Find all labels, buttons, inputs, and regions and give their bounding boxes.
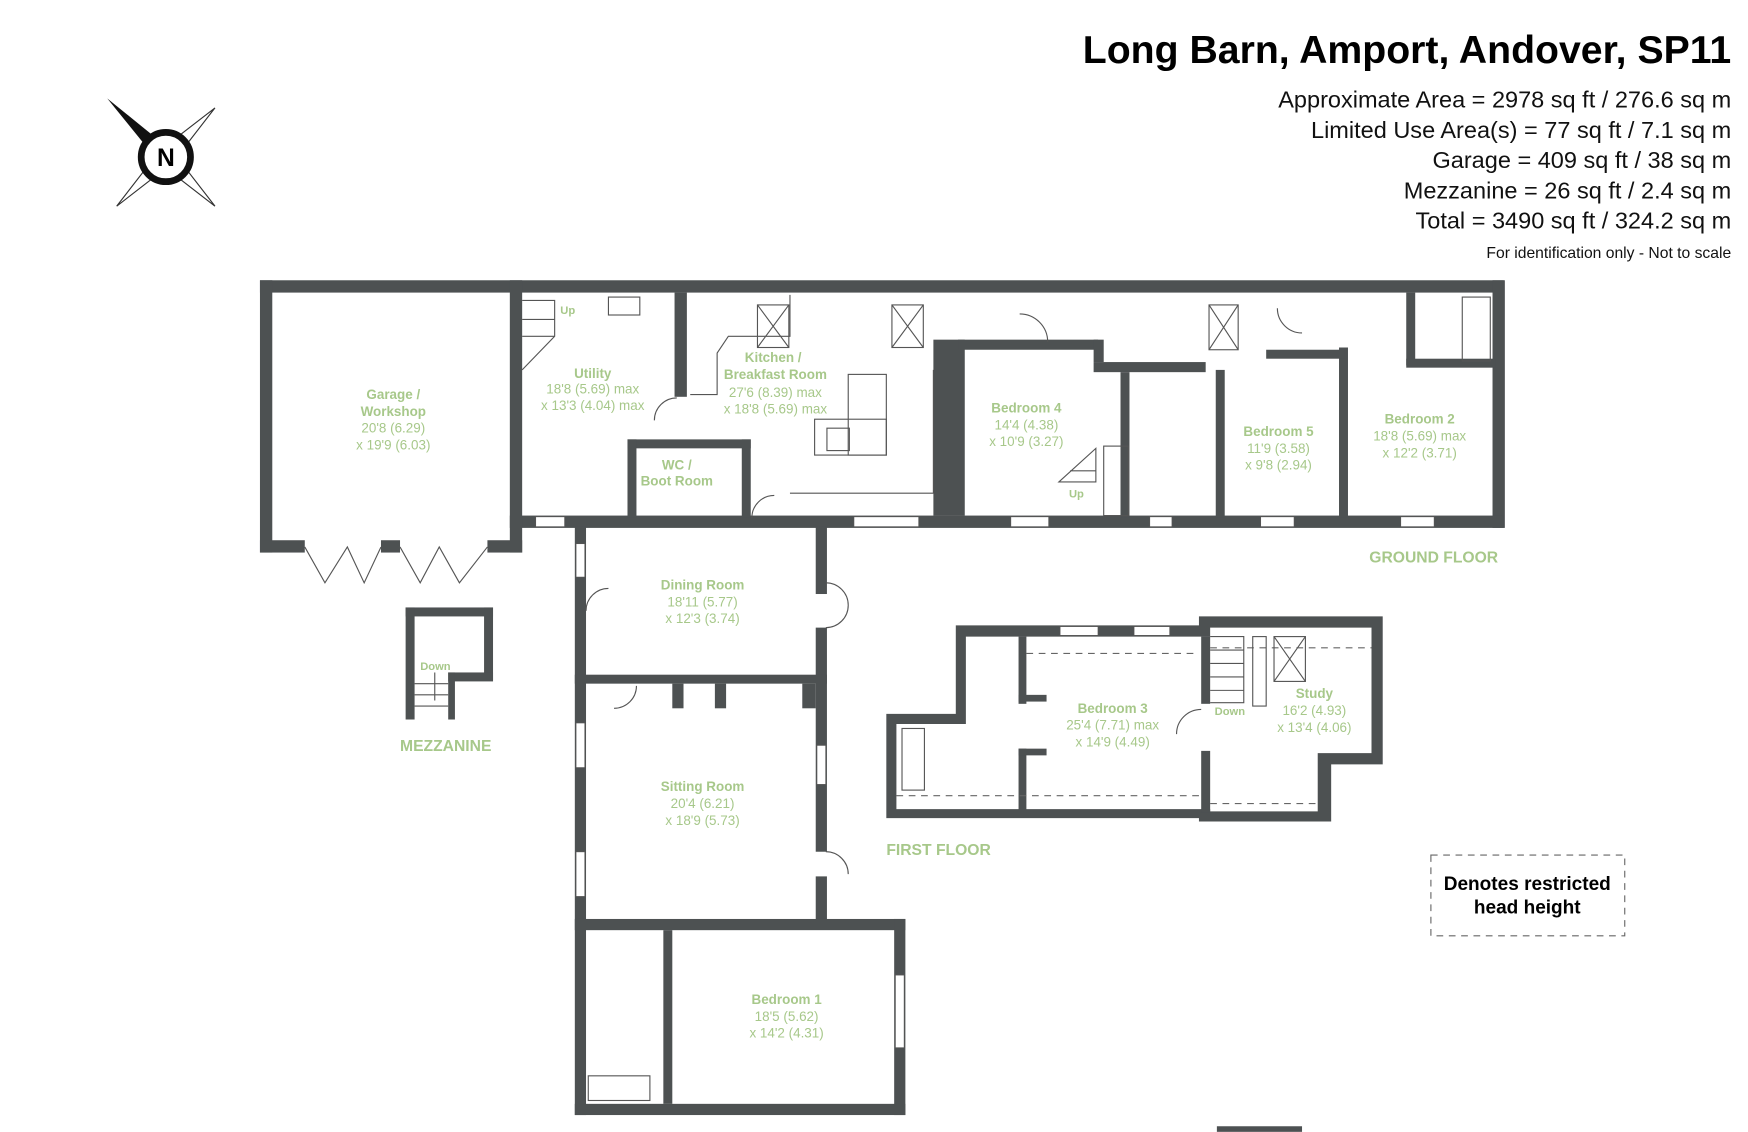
legend-line-1: Denotes restricted — [1444, 874, 1611, 895]
room-dimensions: x 18'8 (5.69) max — [724, 402, 828, 417]
room-dimensions: 20'4 (6.21) — [671, 796, 735, 811]
room-utility: Utility 18'8 (5.69) max x 13'3 (4.04) ma… — [541, 366, 645, 413]
room-name: Study — [1296, 686, 1334, 701]
room-dimensions: x 10'9 (3.27) — [989, 434, 1063, 449]
room-dimensions: 16'2 (4.93) — [1282, 703, 1346, 718]
mezzanine-label: MEZZANINE — [400, 738, 491, 755]
room-name: Boot Room — [641, 473, 713, 488]
room-name: WC / — [662, 458, 692, 473]
room-garage: Garage / Workshop 20'8 (6.29) x 19'9 (6.… — [356, 387, 430, 452]
north-arrow-icon: N — [107, 98, 216, 207]
stairs-down-label: Down — [1215, 706, 1246, 718]
room-name: Utility — [574, 366, 612, 381]
room-bedroom-2: Bedroom 2 18'8 (5.69) max x 12'2 (3.71) — [1373, 412, 1466, 461]
room-dimensions: 18'8 (5.69) max — [1373, 429, 1466, 444]
room-name: Bedroom 3 — [1078, 701, 1148, 716]
room-dimensions: x 14'2 (4.31) — [749, 1026, 823, 1041]
room-name: Sitting Room — [661, 779, 745, 794]
room-dimensions: x 13'4 (4.06) — [1277, 720, 1351, 735]
room-name: Garage / — [366, 387, 420, 402]
room-dimensions: x 9'8 (2.94) — [1245, 458, 1312, 473]
room-dimensions: 18'8 (5.69) max — [546, 381, 639, 396]
room-dimensions: 18'5 (5.62) — [755, 1009, 819, 1024]
stairs-up-label: Up — [560, 305, 575, 317]
restricted-height-legend: Denotes restricted head height — [1430, 854, 1626, 937]
room-dimensions: 14'4 (4.38) — [994, 417, 1058, 432]
room-dining: Dining Room 18'11 (5.77) x 12'3 (3.74) — [661, 578, 745, 627]
room-name: Bedroom 5 — [1243, 424, 1314, 439]
room-dimensions: x 13'3 (4.04) max — [541, 398, 645, 413]
room-sitting: Sitting Room 20'4 (6.21) x 18'9 (5.73) — [661, 779, 745, 828]
stairs-down-label: Down — [420, 661, 451, 673]
garage-area: Garage = 409 sq ft / 38 sq m — [1432, 147, 1731, 173]
room-name: Kitchen / — [745, 350, 802, 365]
mezzanine-area: Mezzanine = 26 sq ft / 2.4 sq m — [1404, 177, 1731, 203]
room-dimensions: x 12'2 (3.71) — [1383, 445, 1457, 460]
room-dimensions: 20'8 (6.29) — [361, 421, 425, 436]
room-study: Study 16'2 (4.93) x 13'4 (4.06) — [1277, 686, 1351, 735]
property-title: Long Barn, Amport, Andover, SP11 — [1083, 29, 1731, 72]
room-name: Workshop — [361, 404, 426, 419]
room-name: Bedroom 1 — [752, 992, 823, 1007]
room-dimensions: x 14'9 (4.49) — [1076, 734, 1150, 749]
room-dimensions: x 12'3 (3.74) — [665, 611, 739, 626]
room-dimensions: 27'6 (8.39) max — [729, 385, 822, 400]
room-dimensions: 18'11 (5.77) — [667, 594, 737, 609]
mezzanine-walls — [405, 607, 494, 720]
legend-line-2: head height — [1474, 897, 1581, 918]
room-bedroom-1: Bedroom 1 18'5 (5.62) x 14'2 (4.31) — [749, 992, 823, 1041]
scale-note: For identification only - Not to scale — [1486, 245, 1731, 262]
room-name: Dining Room — [661, 578, 745, 593]
room-name: Bedroom 4 — [991, 400, 1062, 415]
room-name: Bedroom 2 — [1385, 412, 1455, 427]
room-bedroom-5: Bedroom 5 11'9 (3.58) x 9'8 (2.94) — [1243, 424, 1314, 473]
room-wc: WC / Boot Room — [641, 458, 713, 489]
room-bedroom-4: Bedroom 4 14'4 (4.38) x 10'9 (3.27) — [989, 400, 1063, 449]
total-area: Total = 3490 sq ft / 324.2 sq m — [1415, 208, 1731, 234]
room-dimensions: 11'9 (3.58) — [1247, 441, 1310, 456]
ground-floor-label: GROUND FLOOR — [1369, 550, 1498, 567]
stairs-up-label: Up — [1069, 489, 1084, 501]
room-name: Breakfast Room — [724, 367, 827, 382]
room-bedroom-3: Bedroom 3 25'4 (7.71) max x 14'9 (4.49) — [1066, 701, 1159, 750]
south-wing-walls — [574, 526, 906, 1116]
compass-label: N — [157, 145, 175, 172]
room-dimensions: x 18'9 (5.73) — [665, 813, 739, 828]
room-dimensions: 25'4 (7.71) max — [1066, 718, 1159, 733]
approximate-area: Approximate Area = 2978 sq ft / 276.6 sq… — [1278, 87, 1731, 113]
room-kitchen: Kitchen / Breakfast Room 27'6 (8.39) max… — [724, 350, 828, 417]
first-floor-label: FIRST FLOOR — [886, 842, 990, 859]
limited-use-area: Limited Use Area(s) = 77 sq ft / 7.1 sq … — [1311, 117, 1731, 143]
ground-floor-walls — [259, 280, 1505, 585]
room-dimensions: x 19'9 (6.03) — [356, 437, 430, 452]
